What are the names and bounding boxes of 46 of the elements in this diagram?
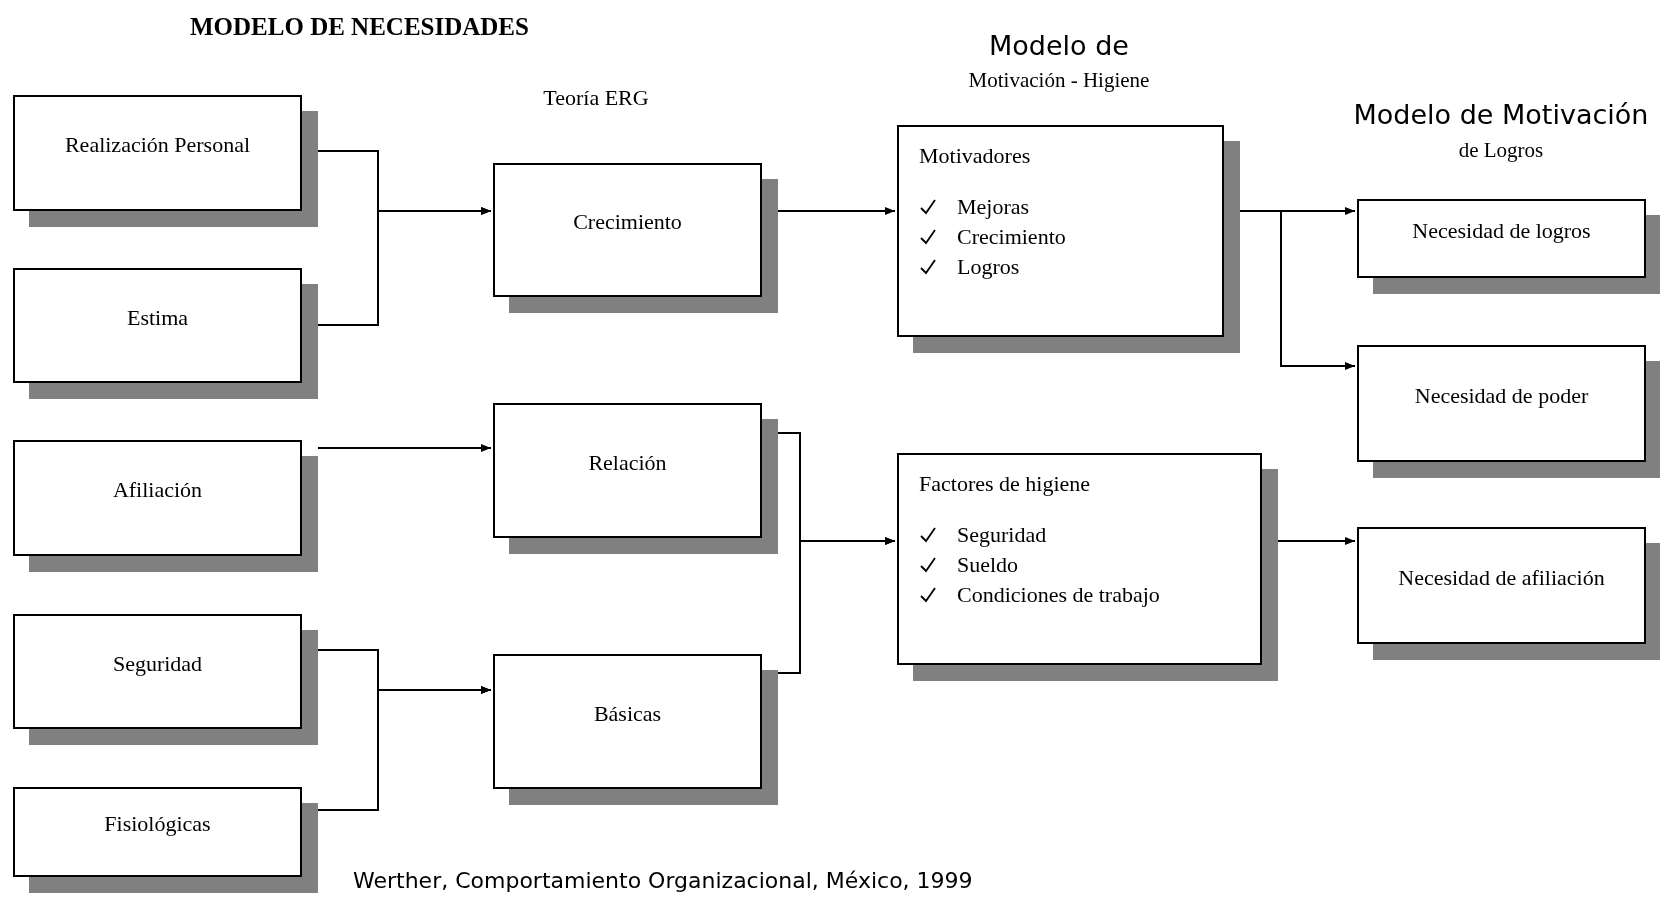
connector-arrow bbox=[317, 686, 492, 811]
need-box bbox=[1357, 345, 1646, 462]
column-heading: Teoría ERG bbox=[543, 84, 649, 112]
list-item: Logros bbox=[957, 253, 1020, 281]
box-heading: Motivadores bbox=[919, 142, 1032, 170]
column-heading: de Logros bbox=[1458, 136, 1544, 164]
box-label: Realización Personal bbox=[64, 131, 251, 159]
connector-arrow bbox=[777, 537, 896, 674]
box-label: Relación bbox=[588, 448, 667, 477]
need-box bbox=[897, 125, 1224, 337]
need-box bbox=[13, 614, 302, 729]
list-item: Mejoras bbox=[957, 193, 1030, 221]
need-box bbox=[13, 95, 302, 211]
box-label: Básicas bbox=[593, 699, 662, 728]
box-label: Seguridad bbox=[112, 649, 203, 678]
column-heading: Modelo de Motivación bbox=[1353, 98, 1649, 132]
box-label: Fisiológicas bbox=[104, 810, 211, 838]
need-box bbox=[493, 654, 762, 789]
connector-arrow bbox=[1239, 210, 1356, 370]
list-item: Crecimiento bbox=[957, 223, 1066, 251]
connector-arrow bbox=[317, 444, 492, 452]
diagram-title: MODELO DE NECESIDADES bbox=[190, 12, 529, 42]
list-item: Seguridad bbox=[957, 521, 1047, 549]
box-label: Afiliación bbox=[112, 476, 203, 504]
need-box bbox=[897, 453, 1262, 665]
need-box bbox=[13, 440, 302, 556]
box-label: Necesidad de poder bbox=[1414, 381, 1589, 410]
need-box bbox=[1357, 199, 1646, 278]
connector-arrow bbox=[777, 207, 896, 215]
box-heading: Factores de higiene bbox=[919, 470, 1092, 498]
need-box bbox=[13, 787, 302, 877]
need-box bbox=[1357, 527, 1646, 644]
source-caption: Werther, Comportamiento Organizacional, México, 1999 bbox=[353, 867, 973, 895]
list-item: Condiciones de trabajo bbox=[957, 581, 1160, 609]
box-label: Estima bbox=[126, 303, 189, 332]
column-heading: Motivación - Higiene bbox=[968, 66, 1150, 94]
connector-arrow bbox=[317, 207, 492, 326]
connector-arrow bbox=[1277, 537, 1356, 545]
need-box bbox=[13, 268, 302, 383]
need-box bbox=[493, 403, 762, 538]
need-box bbox=[493, 163, 762, 297]
box-label: Necesidad de afiliación bbox=[1398, 563, 1605, 592]
box-label: Necesidad de logros bbox=[1412, 216, 1591, 245]
list-item: Sueldo bbox=[957, 551, 1019, 579]
column-heading: Modelo de bbox=[989, 29, 1129, 63]
box-label: Crecimiento bbox=[573, 208, 682, 236]
